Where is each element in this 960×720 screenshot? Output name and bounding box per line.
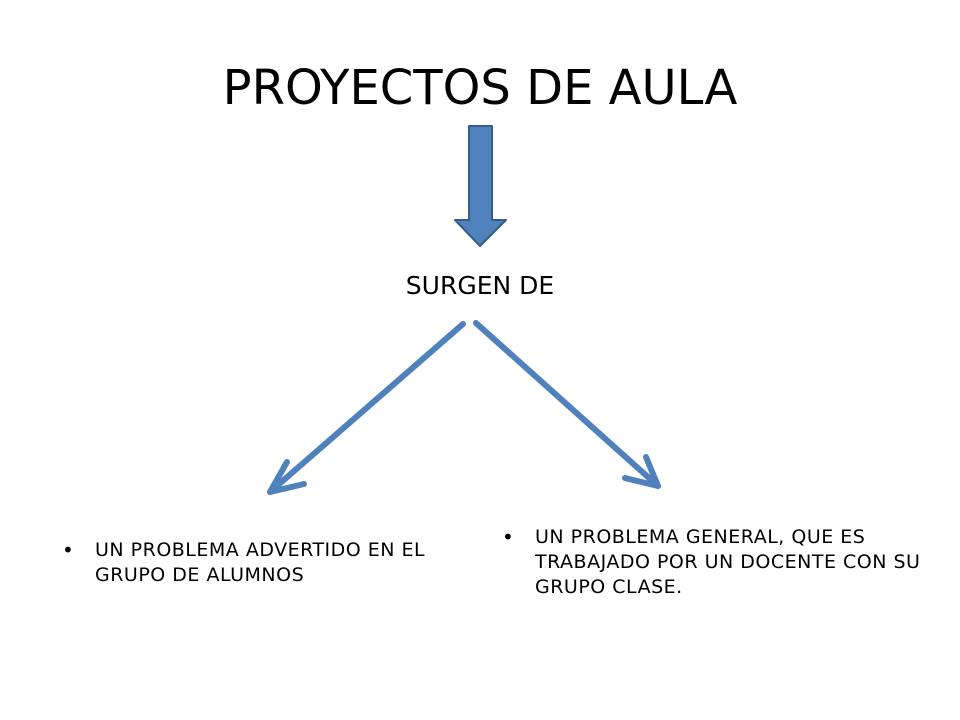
right-arrow [473,320,661,489]
slide-title: PROYECTOS DE AULA [222,60,738,116]
left-arrow-shaft [267,321,466,495]
down-arrow [454,125,507,247]
bullet-right-text: UN PROBLEMA GENERAL, QUE ES TRABAJADO PO… [535,526,921,598]
left-arrow [267,321,466,495]
bullet-right: • UN PROBLEMA GENERAL, QUE ES TRABAJADO … [502,525,922,600]
bullet-glyph: • [502,525,515,549]
bullet-glyph: • [62,538,75,562]
bullet-left: • UN PROBLEMA ADVERTIDO EN EL GRUPO DE A… [62,538,472,588]
bullet-left-text: UN PROBLEMA ADVERTIDO EN EL GRUPO DE ALU… [95,539,426,586]
subtitle-surgen-de: SURGEN DE [405,271,555,300]
left-arrow-head [267,459,307,495]
right-arrow-head [622,454,661,489]
right-arrow-shaft [473,320,661,489]
